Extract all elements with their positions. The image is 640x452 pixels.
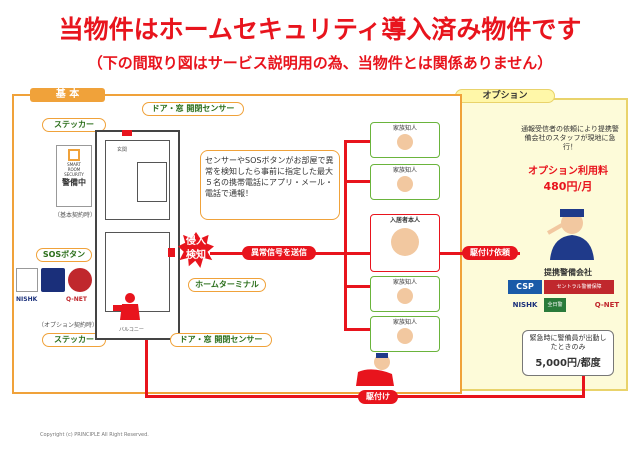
resident-avatar [391, 228, 419, 256]
csp-logo: CSP [508, 280, 542, 294]
home-terminal-icon [168, 248, 175, 257]
branch-1 [344, 140, 370, 143]
sos-button-label: SOSボタン [36, 248, 92, 262]
person-avatar [397, 134, 413, 150]
sign-line1: SMART [67, 162, 81, 167]
door-sensor-icon [122, 130, 132, 136]
rush-pill: 駆付け [358, 390, 398, 404]
option-fee-label: オプション利用料 [528, 166, 608, 177]
dispatch-cost-box: 緊急時に警備員が出動したときのみ 5,000円/都度 [522, 330, 614, 376]
smart-room-security-sticker: SMART ROOM SECURITY 警備中 [56, 145, 92, 207]
left-logos: NISHK Q-NET [16, 268, 96, 316]
person-card-resident: 入居者本人 [370, 214, 440, 272]
security-guard-icon [540, 205, 600, 260]
door-window-sensor-label-bottom: ドア・窓 開閉センサー [170, 333, 272, 347]
sticker-label-bottom: ステッカー [42, 333, 106, 347]
zennikkei-logo: 全日警 [544, 298, 566, 312]
nishk-mini-icon [41, 268, 65, 292]
sign-line3: SECURITY [64, 172, 84, 177]
central-security-logo: セントラル警備保障 [544, 280, 614, 294]
room-top [105, 140, 170, 220]
basic-caption: （基本契約時） [53, 212, 96, 219]
person-avatar [397, 176, 413, 192]
sticker-label-top: ステッカー [42, 118, 106, 132]
security-company-logos: CSP セントラル警備保障 NISHK 全日警 Q-NET [508, 280, 628, 316]
person-avatar [397, 288, 413, 304]
option-fee-value: 480円/月 [543, 180, 593, 193]
intrusion-line1: 侵入 [186, 236, 206, 247]
branch-5 [344, 328, 370, 331]
branch-2 [344, 180, 370, 183]
person-label: 家族知人 [392, 167, 417, 174]
rush-line-left [145, 340, 148, 398]
security-company-label: 提携警備会社 [544, 268, 592, 277]
entrance-label: 玄関 [117, 147, 128, 153]
branch-line [344, 140, 347, 330]
nishk-logo: NISHK [512, 301, 538, 309]
room-bath [137, 162, 167, 202]
basic-tab: 基 本 [30, 88, 105, 102]
sign-status: 警備中 [62, 178, 86, 187]
branch-4 [344, 285, 370, 288]
person-label: 家族知人 [392, 319, 417, 326]
running-guard-icon [352, 352, 398, 388]
qnet-logo: Q-NET [594, 301, 620, 309]
door-window-sensor-label-top: ドア・窓 開閉センサー [142, 102, 244, 116]
intruder-icon [118, 292, 142, 322]
option-tab: オプション [455, 89, 555, 103]
person-card-4: 家族知人 [370, 276, 440, 312]
smart-room-logo-icon [68, 149, 80, 161]
person-avatar [397, 328, 413, 344]
qnet-mini-icon [68, 268, 92, 292]
dispatch-request-pill: 駆付け依頼 [462, 246, 518, 260]
sign-line2: ROOM [67, 167, 81, 172]
person-card-5: 家族知人 [370, 316, 440, 352]
smart-room-mini-icon [16, 268, 38, 292]
page-subtitle: （下の間取り図はサービス説明用の為、当物件とは関係ありません） [87, 54, 553, 72]
intrusion-line2: 検知 [186, 250, 206, 261]
dispatch-cost-text: 緊急時に警備員が出動したときのみ [529, 334, 607, 351]
home-terminal-label: ホームターミナル [188, 278, 266, 292]
balcony-label: バルコニー [119, 327, 144, 333]
dispatch-cost-value: 5,000円/都度 [535, 358, 601, 369]
person-label: 家族知人 [392, 279, 417, 286]
nishk-logo-text: NISHK [16, 296, 38, 303]
person-card-1: 家族知人 [370, 122, 440, 158]
option-info-text: 通報受信者の依頼により提携警備会社のスタッフが現地に急行！ [521, 125, 619, 151]
signal-pill: 異常信号を送信 [242, 246, 316, 260]
person-card-2: 家族知人 [370, 164, 440, 200]
page-title: 当物件はホームセキュリティ導入済み物件です [58, 15, 582, 44]
option-caption: （オプション契約時） [37, 322, 98, 329]
qnet-logo-text: Q-NET [66, 296, 87, 303]
floor-plan: 玄関 バルコニー [95, 130, 180, 340]
person-label: 家族知人 [392, 125, 417, 132]
copyright: Copyright (c) PRINCIPLE All Right Reserv… [40, 432, 149, 438]
notification-bubble: センサーやSOSボタンがお部屋で異常を検知したら事前に指定した最大５名の携帯電話… [200, 150, 340, 220]
person-label: 入居者本人 [389, 217, 420, 224]
window-sensor-icon [113, 305, 123, 311]
